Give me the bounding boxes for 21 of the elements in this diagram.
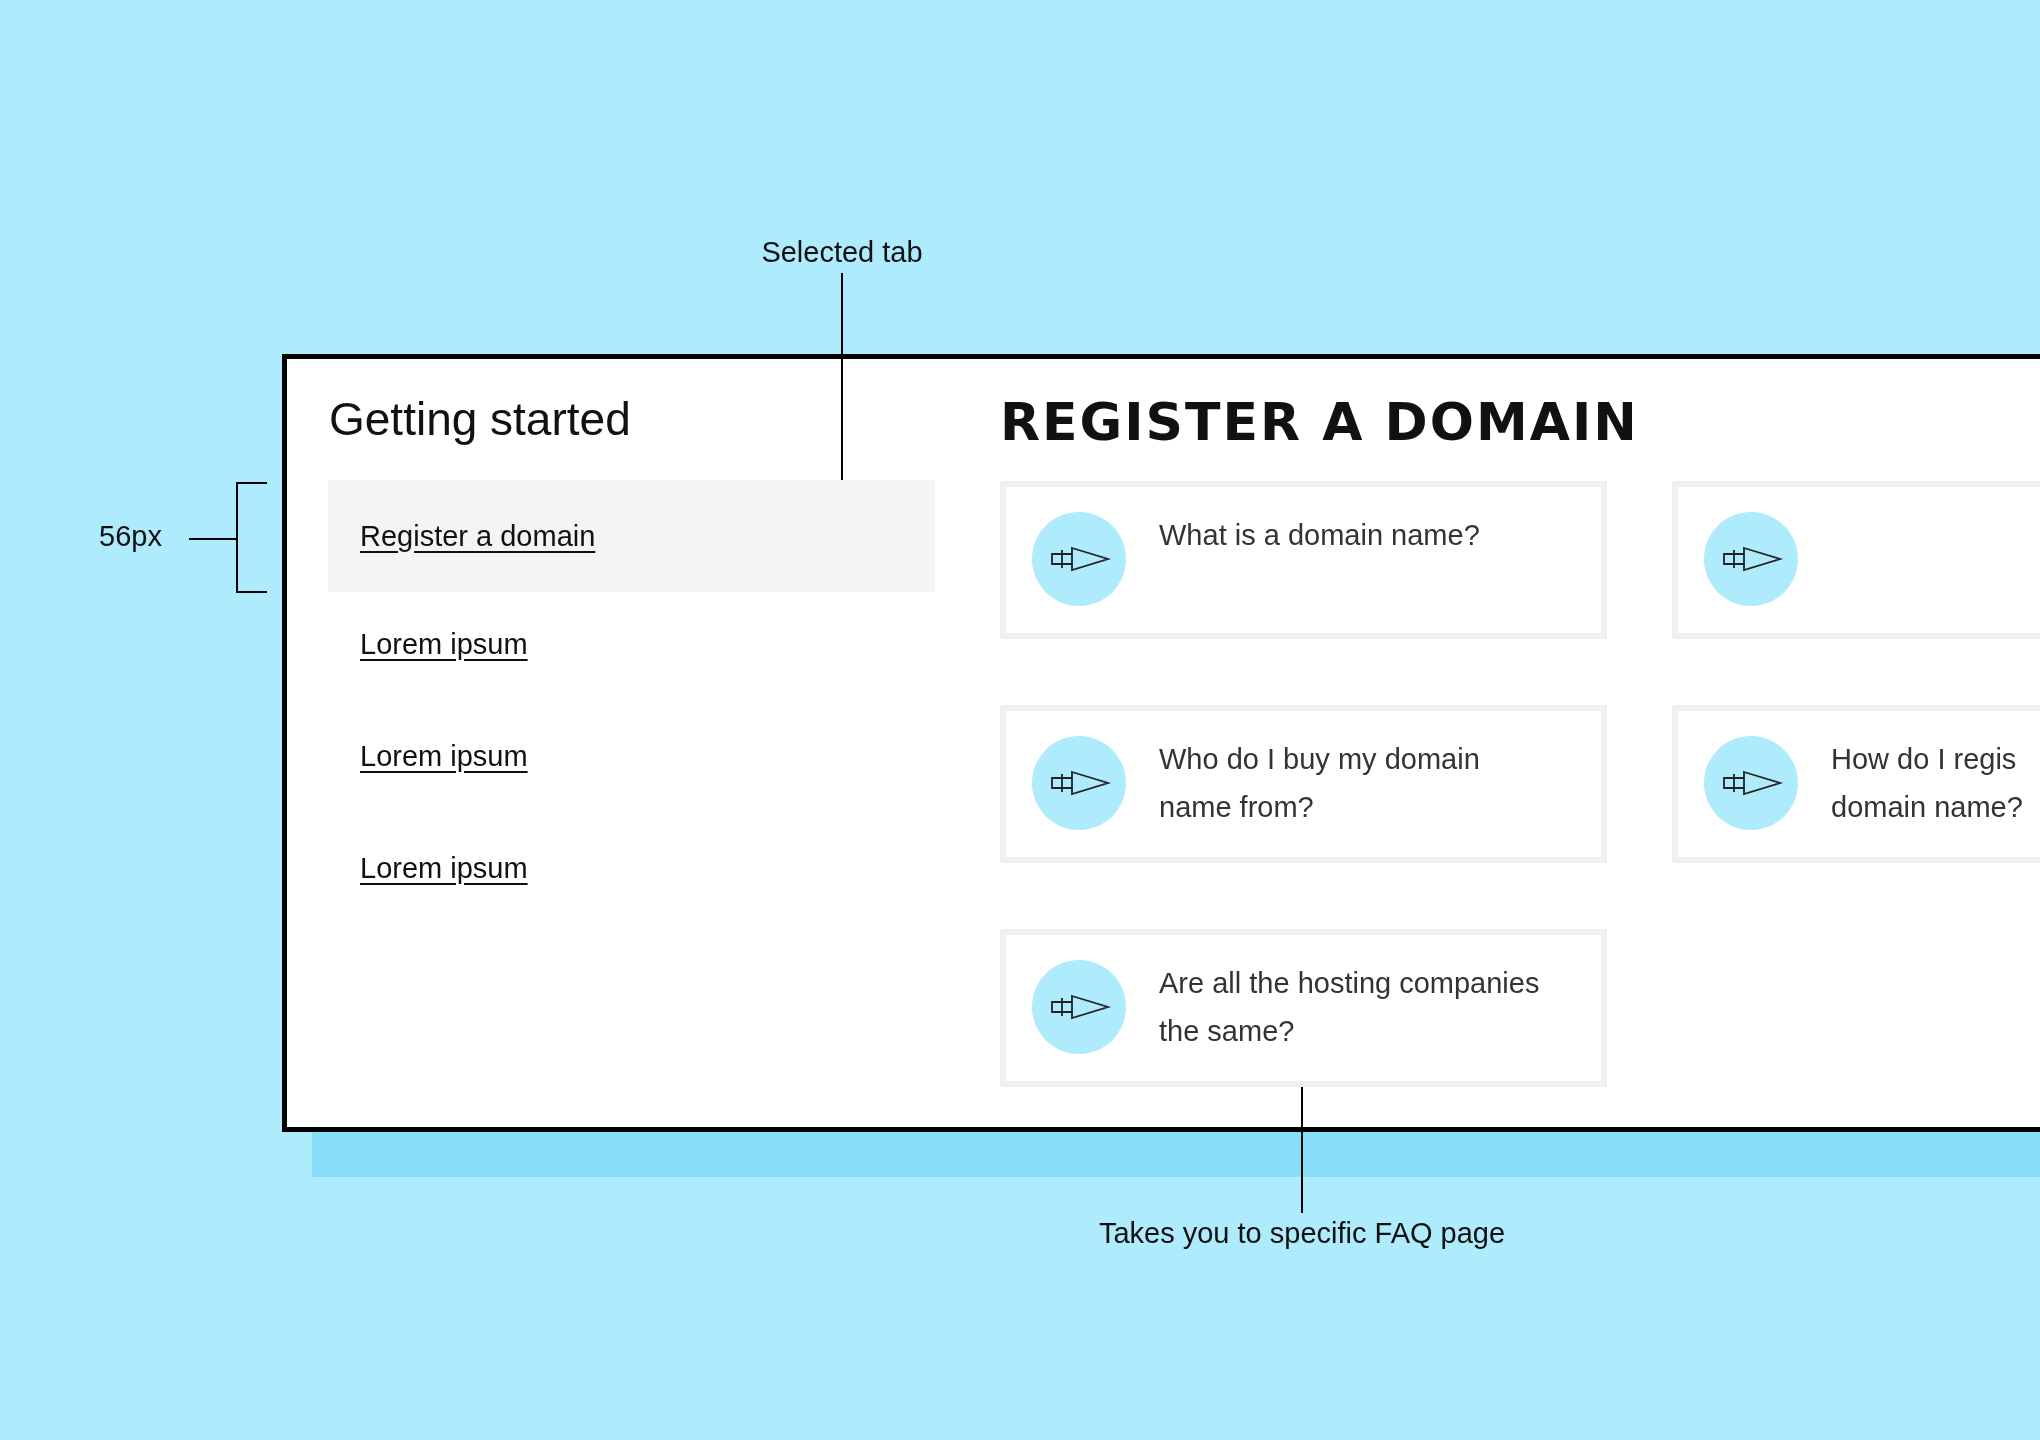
faq-card	[1672, 705, 2040, 863]
faq-card	[1000, 929, 1607, 1087]
sidebar-heading: Getting started	[329, 392, 631, 446]
annotation-label: Selected tab	[761, 236, 923, 269]
leader-line	[841, 272, 843, 481]
dimension-label: 56px	[99, 520, 162, 553]
annotation-label: Takes you to specific FAQ page	[1098, 1217, 1506, 1250]
faq-card	[1000, 481, 1607, 639]
page-heading: REGISTER A DOMAIN	[1000, 392, 1639, 452]
selected-tab: Register a domain	[328, 480, 935, 592]
card-question: Who do I buy my domain name from?	[1159, 742, 1481, 825]
tab-link: Lorem ipsum	[360, 740, 528, 773]
faq-card	[1672, 481, 2040, 639]
faq-card	[1000, 705, 1607, 863]
card-question: How do I regis domain name?	[1831, 742, 2024, 825]
tab-link: Lorem ipsum	[360, 628, 528, 661]
card-question: What is a domain name?	[1159, 518, 1481, 553]
page-frame	[282, 354, 2040, 1132]
tab-link: Lorem ipsum	[360, 852, 528, 885]
leader-line	[1301, 1086, 1303, 1214]
card-question: Are all the hosting companies the same?	[1159, 966, 1541, 1049]
